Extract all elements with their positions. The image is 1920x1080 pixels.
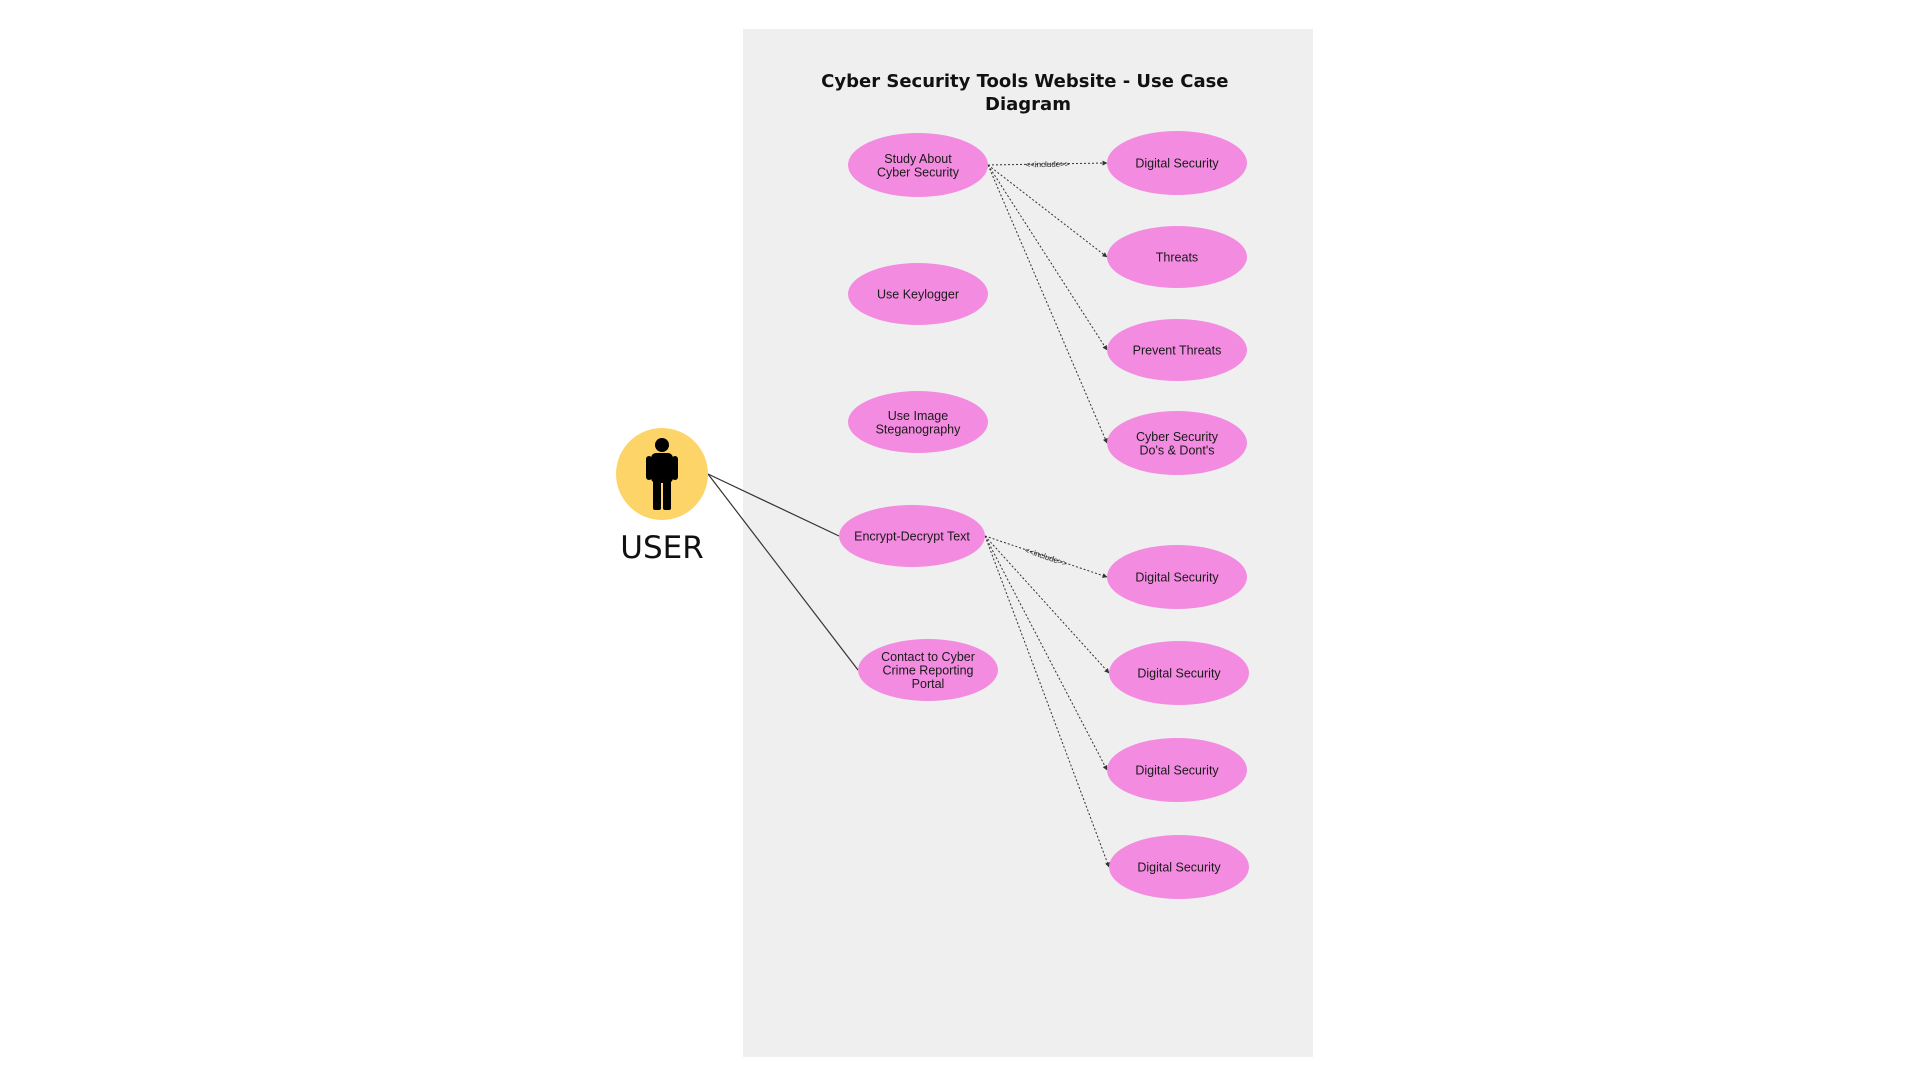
use-case-label-line: Steganography: [876, 422, 962, 436]
use-case-ellipse-sub5: [1107, 545, 1247, 609]
diagram-title: Cyber Security Tools Website - Use Case …: [821, 71, 1235, 115]
use-case-label-line: Cyber Security: [877, 165, 960, 179]
use-case-label-line: Crime Reporting: [882, 664, 973, 678]
use-case-label-line: Study About: [884, 152, 952, 166]
use-case-ellipse-steganography: [848, 391, 988, 453]
use-case-sub6[interactable]: Digital Security: [1109, 641, 1249, 705]
include-label-study-sub1: <<include>>: [1025, 160, 1070, 170]
use-case-label-line: Digital Security: [1137, 667, 1221, 681]
include-line-study-sub3: [987, 164, 1108, 351]
use-case-label-line: Prevent Threats: [1133, 344, 1222, 358]
use-case-ellipse-study: [848, 133, 988, 197]
use-case-label-line: Digital Security: [1135, 764, 1219, 778]
association-line-actor-contact: [707, 473, 859, 671]
use-case-ellipse-contact: [858, 639, 998, 701]
use-case-label-line: Use Keylogger: [877, 288, 959, 302]
include-line-encrypt-sub6: [984, 535, 1110, 674]
person-icon: [646, 438, 678, 510]
use-case-label-line: Digital Security: [1135, 571, 1219, 585]
use-case-ellipse-encrypt: [839, 505, 985, 567]
use-case-label-sub6: Digital Security: [1137, 667, 1221, 681]
association-line-actor-encrypt: [707, 473, 840, 537]
include-line-study-sub2: [987, 164, 1108, 258]
use-case-label-line: Contact to Cyber: [881, 650, 975, 664]
use-case-keylogger[interactable]: Use Keylogger: [848, 263, 988, 325]
use-case-ellipse-sub8: [1109, 835, 1249, 899]
use-case-label-line: Do's & Dont's: [1140, 443, 1215, 457]
use-case-label-sub2: Threats: [1156, 251, 1198, 265]
use-case-label-encrypt: Encrypt-Decrypt Text: [854, 530, 970, 544]
actor-user[interactable]: USER: [616, 428, 708, 566]
use-case-label-sub3: Prevent Threats: [1133, 344, 1222, 358]
use-case-ellipse-sub4: [1107, 411, 1247, 475]
use-case-label-sub7: Digital Security: [1135, 764, 1219, 778]
use-case-encrypt[interactable]: Encrypt-Decrypt Text: [839, 505, 985, 567]
use-case-label-line: Digital Security: [1135, 157, 1219, 171]
actor-label: USER: [620, 530, 704, 566]
use-case-ellipse-sub7: [1107, 738, 1247, 802]
include-line-encrypt-sub5: [984, 535, 1108, 578]
use-case-ellipse-keylogger: [848, 263, 988, 325]
use-case-label-line: Portal: [912, 677, 945, 691]
use-case-label-sub5: Digital Security: [1135, 571, 1219, 585]
use-case-label-line: Digital Security: [1137, 861, 1221, 875]
diagram-title-line-1: Cyber Security Tools Website - Use Case: [821, 71, 1228, 92]
use-case-sub5[interactable]: Digital Security: [1107, 545, 1247, 609]
use-case-sub8[interactable]: Digital Security: [1109, 835, 1249, 899]
use-case-ellipse-sub2: [1107, 226, 1247, 288]
use-case-label-line: Use Image: [888, 409, 948, 423]
use-case-ellipse-sub6: [1109, 641, 1249, 705]
use-case-label-keylogger: Use Keylogger: [877, 288, 959, 302]
use-case-sub1[interactable]: Digital Security: [1107, 131, 1247, 195]
use-case-sub3[interactable]: Prevent Threats: [1107, 319, 1247, 381]
use-case-label-sub1: Digital Security: [1135, 157, 1219, 171]
use-case-sub7[interactable]: Digital Security: [1107, 738, 1247, 802]
include-line-encrypt-sub8: [984, 535, 1110, 868]
use-case-label-line: Cyber Security: [1136, 430, 1219, 444]
use-case-label-line: Threats: [1156, 251, 1198, 265]
use-case-sub2[interactable]: Threats: [1107, 226, 1247, 288]
use-case-ellipse-sub1: [1107, 131, 1247, 195]
use-case-label-line: Encrypt-Decrypt Text: [854, 530, 970, 544]
use-case-ellipse-sub3: [1107, 319, 1247, 381]
diagram-title-line-2: Diagram: [985, 94, 1071, 115]
use-case-label-sub8: Digital Security: [1137, 861, 1221, 875]
